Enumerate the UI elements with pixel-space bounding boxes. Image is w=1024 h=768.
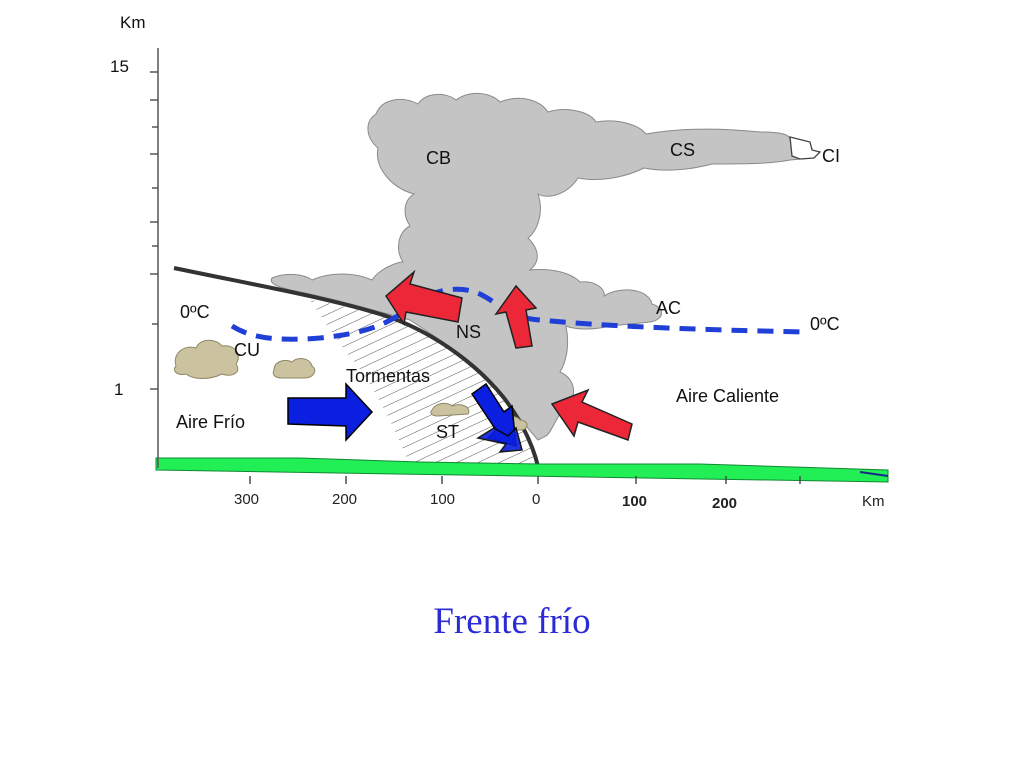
label-warm-air: Aire Caliente bbox=[676, 386, 779, 406]
y-axis-unit-label: Km bbox=[120, 13, 146, 32]
cumulus-cloud-small bbox=[272, 358, 316, 379]
diagram-caption: Frente frío bbox=[433, 601, 591, 642]
cold-air-arrows bbox=[287, 382, 523, 453]
x-axis-tick-300: 300 bbox=[234, 491, 259, 508]
label-storms: Tormentas bbox=[346, 366, 430, 386]
ground-strip bbox=[155, 457, 889, 483]
y-axis-tick-15: 15 bbox=[110, 57, 129, 76]
label-freezing-right: 0ºC bbox=[810, 314, 840, 334]
label-cold-air: Aire Frío bbox=[176, 412, 245, 432]
stratus-cloud-left bbox=[430, 402, 470, 417]
warm-air-arrow-inflow bbox=[550, 388, 633, 441]
warm-air-arrows bbox=[385, 269, 633, 441]
x-axis-tick-200-right: 200 bbox=[712, 495, 737, 512]
freezing-level-line bbox=[230, 286, 809, 342]
warm-air-arrow-rising-left bbox=[385, 269, 463, 327]
label-cumulonimbus: CB bbox=[426, 148, 451, 168]
ground-edge bbox=[859, 471, 889, 477]
cold-air-wedge-hatch bbox=[310, 300, 538, 468]
label-cumulus: CU bbox=[234, 340, 260, 360]
cold-air-arrow-main bbox=[287, 382, 374, 442]
x-axis-tick-0: 0 bbox=[532, 491, 540, 508]
x-axis-unit-label: Km bbox=[862, 493, 885, 510]
label-freezing-left: 0ºC bbox=[180, 302, 210, 322]
label-nimbostratus: NS bbox=[456, 322, 481, 342]
label-cirrus: CI bbox=[822, 146, 840, 166]
x-axis-ticks bbox=[249, 476, 801, 484]
y-axis-tick-1: 1 bbox=[114, 380, 123, 399]
x-axis-tick-100-left: 100 bbox=[430, 491, 455, 508]
cirrus-tip bbox=[789, 136, 822, 160]
label-stratus: ST bbox=[436, 422, 459, 442]
x-axis-tick-100-right: 100 bbox=[622, 493, 647, 510]
cold-air-arrow-down-2 bbox=[476, 426, 523, 453]
small-clouds bbox=[173, 339, 528, 431]
cumulus-cloud-large bbox=[173, 339, 239, 379]
x-axis-tick-200: 200 bbox=[332, 491, 357, 508]
warm-air-arrow-rising-center bbox=[494, 284, 538, 349]
label-cirrostratus: CS bbox=[670, 140, 695, 160]
y-axis bbox=[150, 48, 159, 468]
label-altocumulus: AC bbox=[656, 298, 681, 318]
